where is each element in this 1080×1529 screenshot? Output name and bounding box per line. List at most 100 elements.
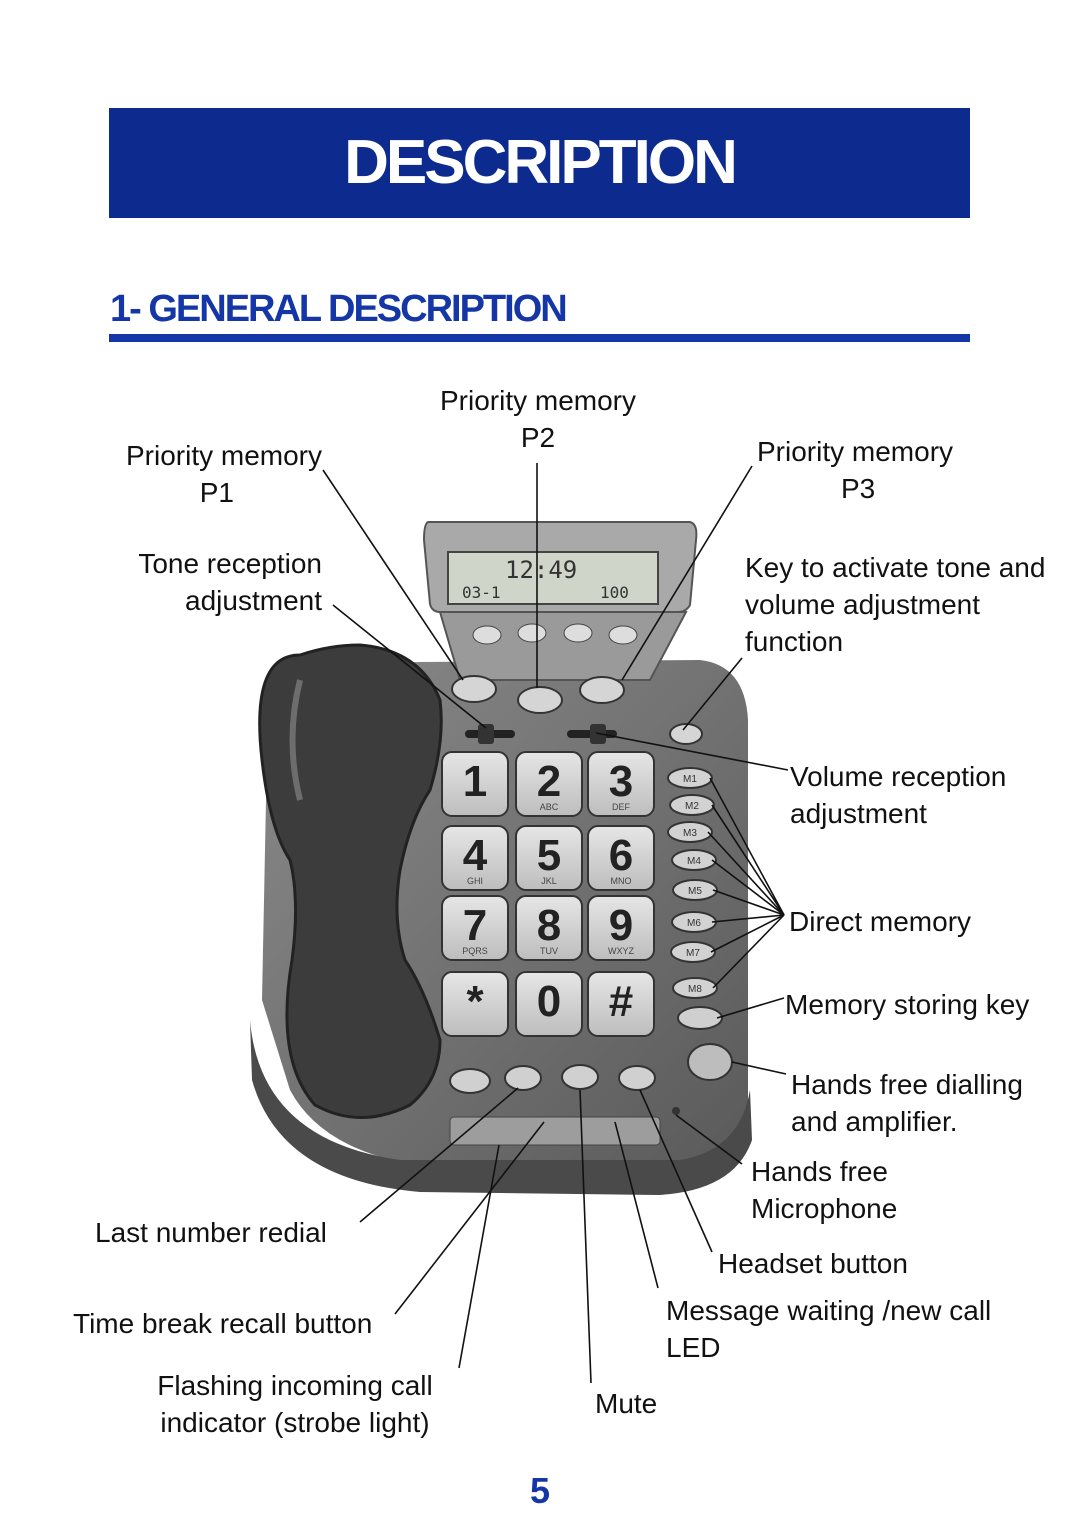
label-p1-line1: Priority memory [125,440,322,471]
label-direct-memory: Direct memory [789,906,972,937]
memory-key-4[interactable]: M4 [671,849,717,871]
memory-key-1[interactable]: M1 [667,767,713,789]
memory-key-label: M1 [683,774,697,785]
label-time-break: Time break recall button [73,1308,373,1339]
label-handsfree-line2: and amplifier. [791,1106,958,1137]
display-time: 12:49 [505,556,577,584]
keypad-letters: MNO [611,876,632,886]
keypad-key-face [587,971,655,1037]
label-volume-line2: adjustment [790,798,927,829]
strobe-light [449,1116,661,1146]
section-heading: 1- GENERAL DESCRIPTION [110,288,568,330]
redial-key [504,1065,542,1091]
memory-key-3[interactable]: M3 [667,821,713,843]
label-p1: Priority memory P1 [80,437,322,511]
memory-key-label: M2 [685,801,699,812]
section-divider [109,334,970,342]
label-message-line1: Message waiting /new call [666,1295,992,1326]
line-dm-4 [711,859,785,916]
keypad-digit: # [609,977,633,1026]
label-flash-line1: Flashing incoming call [157,1370,433,1401]
label-key-line3: function [745,626,844,657]
memory-storing-key [677,1006,723,1030]
keypad-key-face [515,971,583,1037]
label-flash-line2: indicator (strobe light) [160,1407,430,1438]
keypad-digit: 6 [609,831,633,880]
handset [258,643,443,1119]
keypad-key-face [441,895,509,961]
label-headset: Headset button [718,1248,908,1279]
memory-key-7[interactable]: M7 [670,941,716,963]
keypad-key-face [441,751,509,817]
memory-key-label: M7 [686,948,700,959]
priority-key-p3 [579,676,625,704]
line-p1 [322,469,464,681]
memory-key-6[interactable]: M6 [671,911,717,933]
keypad-key-face [587,895,655,961]
memory-key-label: M8 [688,984,702,995]
keypad-key-face [587,825,655,891]
memory-key-face [672,977,718,999]
line-strobe [458,1144,500,1369]
line-redial [359,1087,519,1223]
keypad-letters: ABC [540,802,559,812]
message-led [672,1107,680,1115]
keypad-key-1[interactable]: 1 [441,751,509,817]
keypad-digit: 7 [463,901,487,950]
label-key-line1: Key to activate tone and [745,552,1046,583]
display-base [438,611,688,681]
keypad-digit: 3 [609,757,633,806]
keypad-digit: 1 [463,757,487,806]
keypad-key-face [515,825,583,891]
line-headset [639,1089,713,1253]
memory-key-label: M3 [683,828,697,839]
keypad-key-10[interactable]: * [441,971,509,1037]
memory-key-5[interactable]: M5 [672,879,718,901]
line-dm-2 [711,804,785,916]
label-memory-storing: Memory storing key [785,989,1030,1020]
memory-key-face [667,821,713,843]
label-last-redial: Last number redial [95,1217,327,1248]
keypad-letters: DEF [612,802,631,812]
line-store [716,997,785,1019]
label-volume-line1: Volume reception [790,761,1007,792]
keypad-key-11[interactable]: 0 [515,971,583,1037]
label-key-line2: volume adjustment [745,589,981,620]
memory-key-label: M6 [687,918,701,929]
label-volume: Volume reception adjustment [790,758,1050,832]
memory-key-label: M5 [688,886,702,897]
memory-key-2[interactable]: M2 [669,794,715,816]
keypad-key-12[interactable]: # [587,971,655,1037]
line-key [682,657,743,731]
tone-volume-key [669,723,703,745]
label-mic-line2: Microphone [751,1193,898,1224]
memory-key-face [670,941,716,963]
label-p1-line2: P1 [199,477,234,508]
priority-key-p1 [451,675,497,703]
keypad-letters: PQRS [462,946,488,956]
line-dm-6 [711,914,785,923]
callout-lines [322,463,789,1384]
label-p3: Priority memory P3 [757,433,997,507]
display-button-2 [517,623,547,643]
display-button-1 [472,625,502,645]
label-p2-line1: Priority memory [439,385,636,416]
label-key-activate: Key to activate tone and volume adjustme… [745,549,1075,660]
label-tone: Tone reception adjustment [80,545,322,619]
headset-key [618,1065,656,1091]
label-message: Message waiting /new call LED [666,1292,1026,1366]
line-handsfree [731,1061,787,1075]
keypad-key-face [441,825,509,891]
memory-key-8[interactable]: M8 [672,977,718,999]
